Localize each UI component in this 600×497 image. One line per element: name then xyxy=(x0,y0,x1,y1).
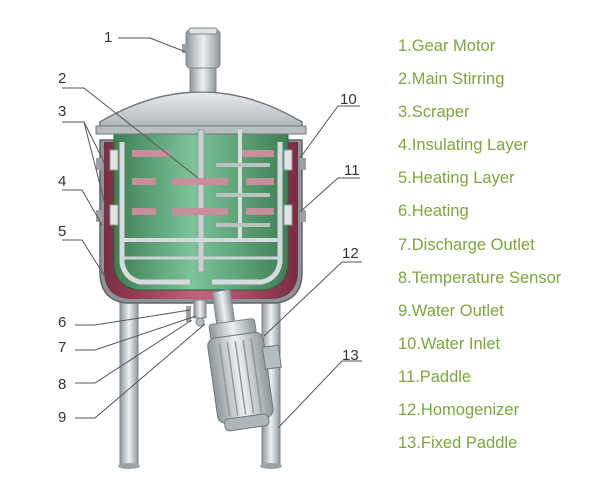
homogenizer-end-cap xyxy=(224,413,270,432)
tank-lid xyxy=(99,91,303,131)
callout-10: 10 xyxy=(340,91,357,108)
leader-line-6 xyxy=(75,309,191,326)
legend-item: 5.Heating Layer xyxy=(398,169,515,188)
paddle xyxy=(132,208,156,215)
callout-12: 12 xyxy=(342,245,359,262)
leader-line-11 xyxy=(299,177,360,213)
homogenizer xyxy=(207,288,282,432)
legend-item: 11.Paddle xyxy=(398,367,472,386)
leader-line-8 xyxy=(75,319,193,384)
scraper-blade xyxy=(283,149,293,171)
callout-5: 5 xyxy=(58,223,66,240)
legend-item: 12.Homogenizer xyxy=(398,401,520,420)
legend-item: 9.Water Outlet xyxy=(398,301,504,320)
leader-line-9 xyxy=(75,323,206,419)
legend-item: 6.Heating xyxy=(398,202,469,221)
callout-6: 6 xyxy=(58,314,66,331)
callout-1: 1 xyxy=(104,29,112,46)
scraper-frame-left xyxy=(119,142,190,285)
legend-item: 1.Gear Motor xyxy=(398,37,496,55)
discharge-outlet xyxy=(193,299,207,319)
legend-item: 3.Scraper xyxy=(398,103,470,122)
gear-motor-body xyxy=(185,29,221,69)
scraper-blade xyxy=(109,149,119,171)
paddle xyxy=(172,208,228,215)
callout-13: 13 xyxy=(342,347,359,364)
callout-8: 8 xyxy=(58,376,66,393)
callout-11: 11 xyxy=(344,162,360,179)
main-shaft xyxy=(197,129,205,273)
jacket-fitting xyxy=(300,210,306,222)
leader-line-2 xyxy=(62,87,199,179)
temperature-sensor xyxy=(186,306,191,322)
legend-item: 13.Fixed Paddle xyxy=(398,434,518,453)
paddle xyxy=(246,178,274,185)
leader-line-5 xyxy=(62,239,105,276)
legend-item: 7.Discharge Outlet xyxy=(398,235,535,254)
jacket-fitting xyxy=(300,158,306,170)
leader-line-3b xyxy=(62,121,109,217)
leader-line-7 xyxy=(75,315,197,351)
paddle xyxy=(132,178,156,185)
paddle xyxy=(132,150,170,157)
fixed-paddle-rod xyxy=(238,130,242,240)
callout-7: 7 xyxy=(58,339,66,356)
legend-item: 2.Main Stirring xyxy=(398,70,505,89)
leader-line-13 xyxy=(277,360,362,429)
support-leg-left-foot xyxy=(118,463,140,469)
gear-motor-terminal xyxy=(182,44,187,53)
callout-9: 9 xyxy=(58,409,66,426)
homogenizer-terminal-box xyxy=(261,344,282,370)
callout-3: 3 xyxy=(58,103,66,120)
leader-line-1 xyxy=(118,37,187,53)
support-leg-right-foot xyxy=(260,463,282,469)
scraper-blade xyxy=(283,204,293,226)
legend-item: 8.Temperature Sensor xyxy=(398,268,562,287)
paddle xyxy=(172,178,228,185)
leader-line-4 xyxy=(62,189,103,226)
scraper-blade xyxy=(109,204,119,226)
jacket-fitting xyxy=(96,158,102,170)
leader-lines xyxy=(62,37,362,429)
legend-item: 10.Water Inlet xyxy=(398,334,501,353)
scraper-frame-right xyxy=(212,142,283,285)
callout-2: 2 xyxy=(58,70,66,87)
support-leg-left xyxy=(119,297,139,467)
paddle xyxy=(246,208,274,215)
outlet-valve xyxy=(195,317,205,327)
leader-line-10 xyxy=(299,105,360,159)
paddle xyxy=(238,150,274,157)
jacket-fitting xyxy=(96,210,102,222)
legend-item: 4.Insulating Layer xyxy=(398,136,529,155)
gear-motor-cap xyxy=(188,27,218,35)
leader-line-12 xyxy=(263,261,362,337)
callout-4: 4 xyxy=(58,173,66,190)
parts-legend: 1.Gear Motor 2.Main Stirring 3.Scraper 4… xyxy=(398,30,561,460)
